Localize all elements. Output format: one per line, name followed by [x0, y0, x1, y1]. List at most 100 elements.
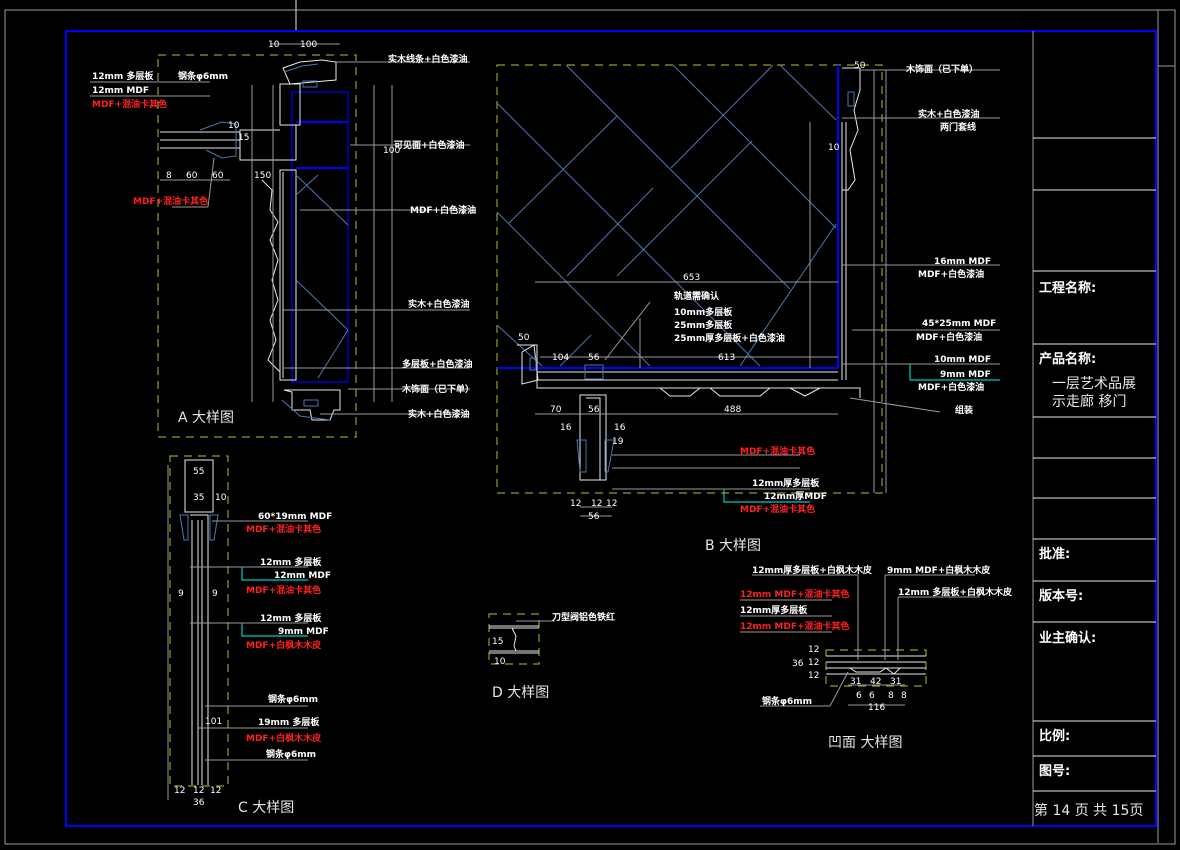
drawing-line [282, 59, 337, 85]
detail-recess-label-3: 12mm 多层板+白枫木木皮 [898, 586, 1013, 598]
detail-c-label-7: MDF+白枫木木皮 [246, 639, 322, 651]
drawing-line [241, 567, 308, 581]
detail-c-label-4: MDF+混油卡其色 [246, 584, 321, 596]
detail-recess-label-2: 12mm MDF+混油卡其色 [740, 588, 850, 600]
drawing-line [849, 667, 887, 673]
drawing-line [496, 102, 761, 367]
drawing-line [723, 489, 810, 503]
drawing-line [496, 211, 651, 367]
detail-c-label-5: 12mm 多层板 [260, 612, 322, 624]
detail-recess-dim: 12 [808, 658, 819, 668]
detail-c-dim: 12 [174, 786, 185, 796]
project-name-label: 工程名称: [1039, 280, 1096, 296]
drawing-line [842, 67, 861, 191]
detail-c-title: C 大样图 [238, 800, 294, 816]
detail-d-title: D 大样图 [492, 685, 549, 701]
drawing-line [604, 439, 615, 473]
detail-b-dim: 12 [606, 499, 617, 509]
drawing-line [302, 80, 318, 88]
version-label: 版本号: [1039, 588, 1083, 604]
detail-b-dim: 56 [588, 353, 600, 363]
detail-c-dim: 12 [193, 786, 204, 796]
detail-b-dim: 56 [588, 405, 600, 415]
detail-c-dim: 36 [193, 798, 205, 808]
detail-recess-dim: 36 [792, 659, 804, 669]
detail-recess-dim: 31 [850, 677, 861, 687]
detail-recess-dim: 8 [901, 691, 907, 701]
drawing-line [295, 279, 349, 331]
drawing-line [517, 344, 861, 398]
drawing-line [511, 627, 517, 652]
detail-a-label-2: 12mm MDF [92, 86, 149, 96]
drawing-line [209, 514, 219, 541]
detail-d: 刀型阀铝色铁红 15 10 D 大样图 [488, 611, 615, 701]
detail-recess: 12mm厚多层板+白枫木木皮 9mm MDF+白枫木木皮 12mm MDF+混油… [740, 564, 1013, 751]
detail-a-label-10: 木饰面（已下单） [401, 383, 474, 395]
detail-a-label-11: 实木+白色漆油 [408, 408, 470, 420]
detail-recess-label-6: 钢条φ6mm [762, 695, 812, 707]
detail-d-dim: 10 [494, 657, 506, 667]
drawing-line [529, 357, 537, 371]
drawing-line [604, 301, 651, 361]
detail-b-label-7: 10mm MDF [934, 355, 991, 365]
drawing-line [566, 187, 654, 277]
product-name-line2: 示走廊 移门 [1052, 393, 1126, 410]
drawing-line [709, 387, 771, 397]
detail-b-label-6: MDF+白色漆油 [916, 331, 982, 343]
detail-a-dim: 100 [300, 40, 317, 50]
detail-c-dim: 35 [193, 493, 204, 503]
detail-recess-dim: 116 [868, 703, 885, 713]
drawing-line [579, 394, 607, 481]
detail-c-label-1: MDF+混油卡其色 [246, 523, 321, 535]
detail-a-door-panel [291, 91, 349, 383]
detail-b-label-3: 16mm MDF [934, 257, 991, 267]
detail-recess-label-5: 12mm MDF+混油卡其色 [740, 620, 850, 632]
detail-b-dim: 19 [612, 437, 624, 447]
detail-b-dim: 488 [724, 405, 741, 415]
drawing-line [779, 64, 837, 121]
detail-b-label-0: 木饰面（已下单） [905, 63, 978, 75]
detail-b-label-1: 实木+白色漆油 [918, 108, 980, 120]
detail-b-dim: 653 [683, 273, 700, 283]
detail-b-dim: 16 [614, 423, 626, 433]
detail-b-label-10: 轨道需确认 [674, 290, 720, 302]
drawing-line [670, 64, 774, 169]
detail-c-label-10: MDF+白枫木木皮 [246, 732, 322, 744]
drawing-line [885, 667, 901, 675]
detail-recess-dim: 12 [808, 671, 819, 681]
detail-d-boundary [488, 613, 540, 665]
drawing-line [241, 623, 308, 637]
detail-b-dim: 613 [718, 353, 735, 363]
drawing-line [190, 514, 209, 785]
detail-a-dim: 10 [268, 40, 280, 50]
detail-b-dim: 16 [560, 423, 572, 433]
detail-c-label-3: 12mm MDF [274, 571, 331, 581]
detail-b-label-5: 45*25mm MDF [922, 319, 996, 329]
detail-recess-label-4: 12mm厚多层板 [740, 604, 808, 616]
detail-c-boundary [169, 455, 229, 787]
detail-c: 60*19mm MDF MDF+混油卡其色 12mm 多层板 12mm MDF … [167, 455, 332, 816]
detail-recess-dim: 12 [808, 645, 819, 655]
detail-d-label-0: 刀型阀铝色铁红 [552, 611, 615, 623]
detail-recess-dim: 8 [888, 691, 894, 701]
drawing-line [586, 397, 601, 480]
detail-b-glass-pattern [496, 64, 837, 367]
detail-b-label-16: 12mm厚MDF [764, 491, 827, 502]
drawing-line [239, 124, 297, 161]
drawing-line [279, 169, 297, 381]
page-info: 第 14 页 共 15页 [1034, 802, 1143, 819]
detail-b-label-4: MDF+白色漆油 [918, 268, 984, 280]
drawing-line [909, 364, 1000, 381]
detail-b-label-14: MDF+混油卡其色 [740, 445, 815, 457]
title-block: 工程名称: 产品名称: 一层艺术品展 示走廊 移门 批准: 版本号: 业主确认:… [1032, 31, 1156, 826]
drawing-line [565, 64, 791, 290]
drawing-line [739, 223, 837, 367]
drawing-line [199, 121, 237, 159]
drawing-line [295, 174, 349, 226]
detail-b-label-2: 两门套线 [940, 121, 976, 133]
drawing-line [508, 115, 618, 224]
detail-a-label-1: 12mm 多层板 [92, 70, 154, 82]
detail-b: 木饰面（已下单） 实木+白色漆油 两门套线 16mm MDF MDF+白色漆油 … [496, 61, 1000, 554]
drawing-line [584, 364, 604, 380]
